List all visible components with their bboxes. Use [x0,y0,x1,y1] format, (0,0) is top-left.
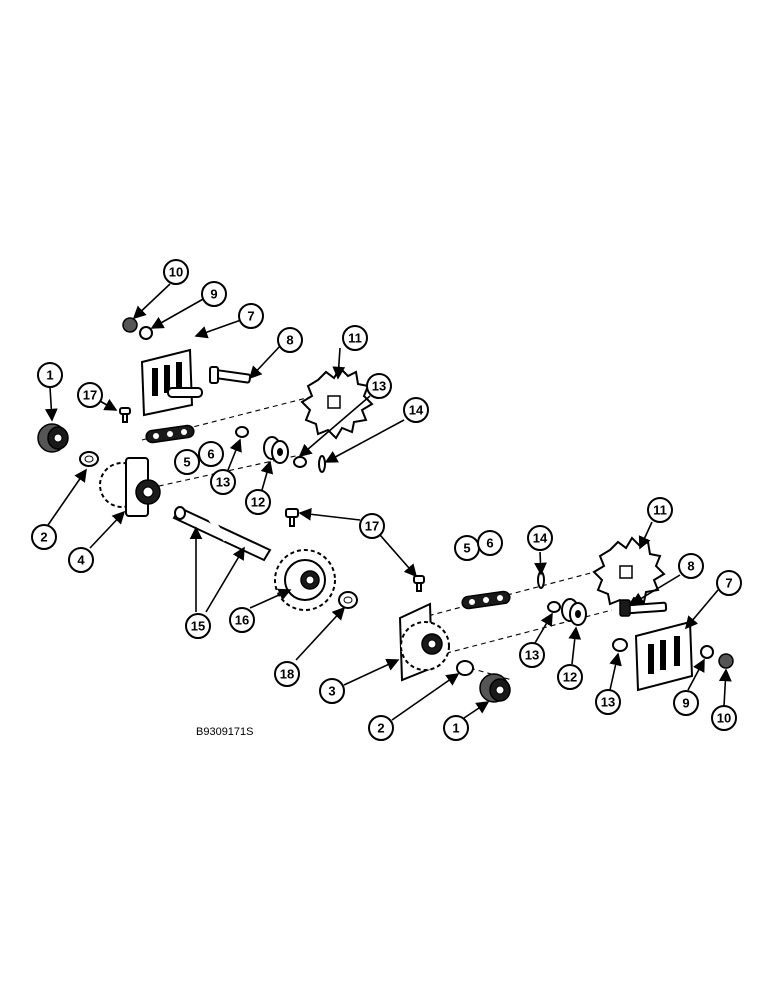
upper-assembly [37,317,374,517]
bolt-part [209,366,252,384]
callout-3: 3 [319,678,345,704]
svg-text:9: 9 [682,696,689,711]
svg-text:12: 12 [563,670,577,685]
nut-part [122,317,153,340]
svg-text:17: 17 [365,519,379,534]
driven-sprocket-part [274,549,336,611]
svg-text:11: 11 [348,331,362,346]
callout-18: 18 [274,661,300,687]
svg-text:13: 13 [601,695,615,710]
callout-6: 6 [198,441,224,467]
callout-12: 12 [245,489,271,515]
svg-text:8: 8 [687,559,694,574]
flat-washer-lower-part [547,601,628,652]
svg-text:14: 14 [409,403,424,418]
callout-13: 13 [519,642,545,668]
screw-lower-part [413,575,425,592]
idler-bracket-part [99,457,161,517]
svg-text:1: 1 [452,721,459,736]
svg-text:6: 6 [207,447,214,462]
svg-text:10: 10 [169,265,183,280]
callout-12: 12 [557,664,583,690]
callout-17: 17 [359,513,385,539]
chain-part [145,424,195,444]
svg-text:16: 16 [235,613,249,628]
svg-text:11: 11 [653,503,667,518]
cotter-pin-part [318,455,326,473]
svg-text:17: 17 [83,388,97,403]
svg-text:14: 14 [533,531,548,546]
svg-text:2: 2 [377,721,384,736]
callout-8: 8 [277,327,303,353]
svg-text:9: 9 [210,287,217,302]
callout-2: 2 [31,524,57,550]
svg-text:5: 5 [463,541,470,556]
bearing-lower-part [479,673,511,703]
drive-sprocket-lower-part [592,536,666,610]
svg-text:2: 2 [40,530,47,545]
callout-9: 9 [673,690,699,716]
callout-11: 11 [342,325,368,351]
callout-2: 2 [368,715,394,741]
svg-text:13: 13 [372,379,386,394]
callout-5: 5 [454,535,480,561]
center-parts [172,506,358,611]
svg-text:1: 1 [46,368,53,383]
callout-13: 13 [595,689,621,715]
svg-text:3: 3 [328,684,335,699]
figure-code: B9309171S [196,726,254,738]
callout-4: 4 [68,547,94,573]
svg-text:7: 7 [725,576,732,591]
svg-text:13: 13 [525,648,539,663]
screw-part [119,407,131,423]
chain-lower-part [461,590,511,610]
svg-text:15: 15 [191,619,205,634]
spacer-washer-part [338,591,358,609]
svg-text:5: 5 [183,455,190,470]
screw-part-center [285,508,299,527]
callout-7: 7 [238,303,264,329]
svg-text:8: 8 [286,333,293,348]
callout-14: 14 [527,525,553,551]
callout-16: 16 [229,607,255,633]
collar-part [263,436,289,464]
adjuster-plate-part [140,348,203,417]
shaft-part [172,506,272,562]
cotter-pin-lower-part [537,571,545,589]
callout-11: 11 [647,497,673,523]
callout-10: 10 [711,705,737,731]
idler-bracket-lower-part [398,602,450,682]
drive-sprocket-part [300,366,374,440]
callout-5: 5 [174,449,200,475]
svg-text:13: 13 [216,475,230,490]
callout-1: 1 [443,715,469,741]
svg-text:18: 18 [280,667,294,682]
svg-text:4: 4 [77,553,85,568]
callout-15: 15 [185,613,211,639]
bearing-part [37,423,69,453]
callout-9: 9 [201,281,227,307]
nut-lower-part [700,645,734,669]
callout-7: 7 [716,570,742,596]
callout-13: 13 [210,469,236,495]
callout-8: 8 [678,553,704,579]
svg-text:6: 6 [486,536,493,551]
adjuster-plate-lower-part [634,620,694,692]
washer-part [79,451,99,467]
callout-1: 1 [37,362,63,388]
svg-text:7: 7 [247,309,254,324]
svg-text:12: 12 [251,495,265,510]
callout-6: 6 [477,530,503,556]
callout-13: 13 [366,373,392,399]
lower-assembly [398,536,734,703]
callout-10: 10 [163,259,189,285]
callout-17: 17 [77,382,103,408]
washer-lower-part [456,660,474,676]
collar-lower-part [561,598,587,626]
callouts: 1 1 2 2 3 4 5 5 6 6 7 7 8 8 9 9 10 10 11… [31,259,742,741]
callout-14: 14 [403,397,429,423]
svg-text:10: 10 [717,711,731,726]
bolt-lower-part [619,599,668,617]
